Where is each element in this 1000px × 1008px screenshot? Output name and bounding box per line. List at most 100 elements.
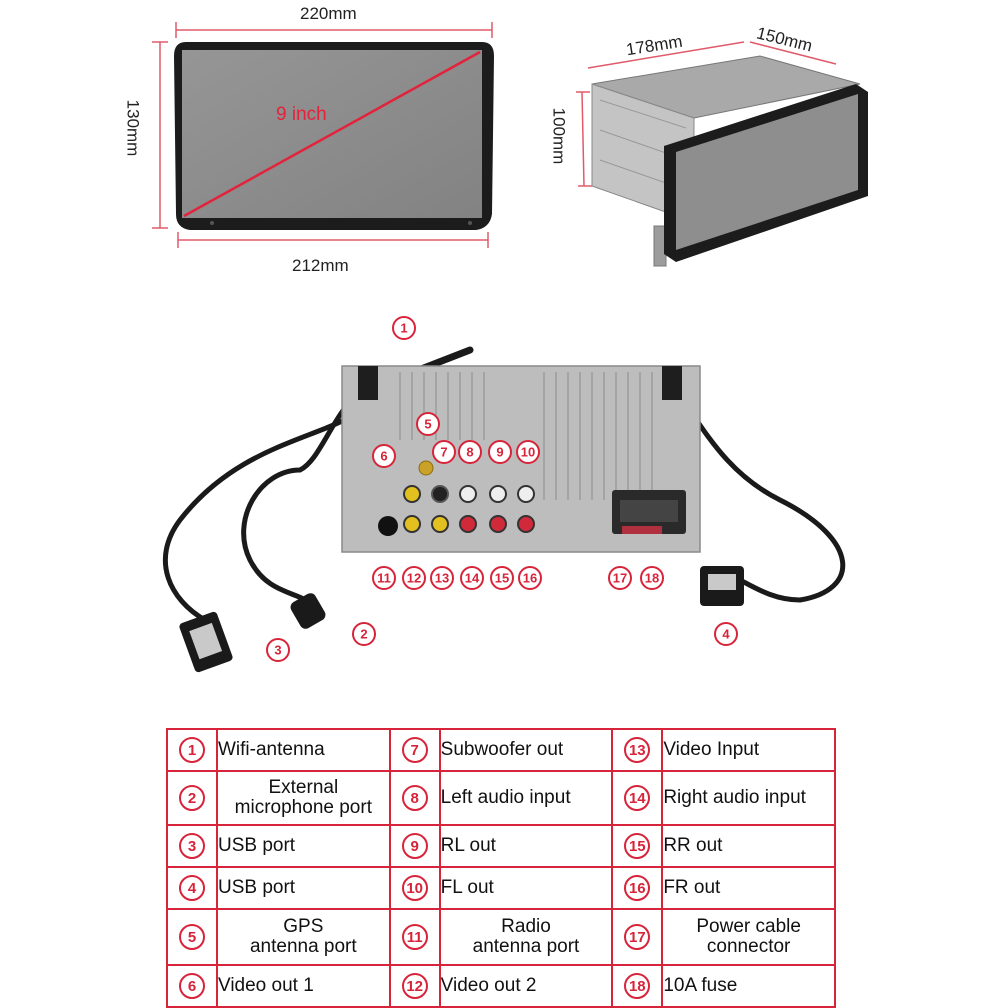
callout-circle-10 (516, 440, 540, 464)
callout-circle-7 (432, 440, 456, 464)
legend-label: Right audio input (661, 770, 836, 826)
legend-number: 2 (179, 785, 205, 811)
callout-label-8: 8 (466, 445, 473, 460)
legend-label: Video out 1 (216, 964, 391, 1008)
legend-number: 7 (401, 737, 428, 763)
callout-label-7: 7 (440, 445, 447, 460)
legend-label: Subwoofer out (438, 728, 614, 772)
usb-cable-right (666, 378, 846, 603)
legend-number-cell: 17 (611, 908, 664, 966)
callout-label-14: 14 (465, 571, 480, 586)
callout-label-13: 13 (435, 571, 449, 586)
callout-circle-9 (488, 440, 512, 464)
callout-label-2: 2 (360, 627, 367, 642)
fuse (622, 526, 662, 534)
callout-label-5: 5 (424, 417, 431, 432)
legend-label: 10A fuse (661, 964, 836, 1008)
callout-circle-15 (490, 566, 514, 590)
legend-label: USB port (216, 824, 391, 868)
legend-number: 12 (401, 973, 428, 999)
legend-number-cell: 10 (388, 866, 441, 910)
legend-label: Wifi-antenna (216, 728, 391, 772)
callout-label-9: 9 (496, 445, 503, 460)
callout-circle-16 (518, 566, 542, 590)
callout-circle-18 (640, 566, 664, 590)
radio-antenna-port (378, 516, 398, 536)
legend-number: 14 (624, 785, 651, 811)
legend-number-cell: 6 (166, 964, 218, 1008)
legend-number-cell: 2 (166, 770, 218, 826)
legend-label: RL out (438, 824, 614, 868)
dim-front-width: 220mm (300, 4, 357, 23)
legend-row: 4 USB port 10 FL out 16 FR out (166, 866, 836, 910)
callout-circle-6 (372, 444, 396, 468)
legend-number: 15 (624, 833, 651, 859)
mic-cable (241, 388, 362, 611)
back-panel-view (162, 346, 846, 673)
callout-label-16: 16 (523, 571, 537, 586)
legend-number-cell: 18 (611, 964, 664, 1008)
legend-number: 6 (179, 973, 205, 999)
callout-label-4: 4 (722, 627, 730, 642)
legend-label: FL out (438, 866, 614, 910)
dim-front-bottom: 212mm (292, 256, 349, 275)
legend-label: RR out (661, 824, 836, 868)
legend-number-cell: 9 (388, 824, 441, 868)
side-view (576, 41, 868, 267)
dim-diagonal: 9 inch (276, 104, 327, 125)
dim-front-height: 130mm (123, 99, 143, 157)
side-screen (676, 94, 858, 250)
callout-label-6: 6 (380, 449, 387, 464)
diagonal-line (183, 50, 481, 218)
legend-number: 4 (179, 875, 205, 901)
callout-circle-17 (608, 566, 632, 590)
callout-circle-5 (416, 412, 440, 436)
legend-number-cell: 4 (166, 866, 218, 910)
callout-label-12: 12 (407, 571, 421, 586)
legend-number: 5 (179, 924, 205, 950)
legend-number: 10 (401, 875, 428, 901)
callout-label-18: 18 (645, 571, 659, 586)
legend-number: 1 (179, 737, 205, 763)
legend-label: USB port (216, 866, 391, 910)
legend-number: 11 (401, 924, 428, 950)
legend-number-cell: 14 (611, 770, 664, 826)
callout-circle-3 (266, 638, 290, 662)
legend-number: 13 (624, 737, 651, 763)
legend-number: 16 (624, 875, 651, 901)
legend-number-cell: 15 (611, 824, 664, 868)
legend-row: 1 Wifi-antenna 7 Subwoofer out 13 Video Input (166, 728, 836, 772)
callout-label-17: 17 (613, 571, 627, 586)
legend-number: 17 (624, 924, 651, 950)
legend-number-cell: 16 (611, 866, 664, 910)
legend-number: 8 (401, 785, 428, 811)
gps-port (418, 460, 434, 476)
callout-circle-13 (430, 566, 454, 590)
legend-label: Video Input (661, 728, 836, 772)
legend-number-cell: 1 (166, 728, 218, 772)
callout-circle-12 (402, 566, 426, 590)
legend-number-cell: 13 (611, 728, 664, 772)
legend-number-cell: 3 (166, 824, 218, 868)
callout-label-3: 3 (274, 643, 281, 658)
callout-circle-11 (372, 566, 396, 590)
callout-circle-2 (352, 622, 376, 646)
callout-label-11: 11 (377, 571, 391, 586)
front-view (152, 22, 494, 248)
legend-number-cell: 11 (388, 908, 441, 966)
legend-label: FR out (661, 866, 836, 910)
legend-label: Video out 2 (438, 964, 614, 1008)
legend-label: Left audio input (438, 770, 614, 826)
port-legend-table: 1 Wifi-antenna 7 Subwoofer out 13 Video Input… (166, 728, 836, 1008)
callout-circle-14 (460, 566, 484, 590)
dim-side-height: 100mm (549, 107, 569, 165)
